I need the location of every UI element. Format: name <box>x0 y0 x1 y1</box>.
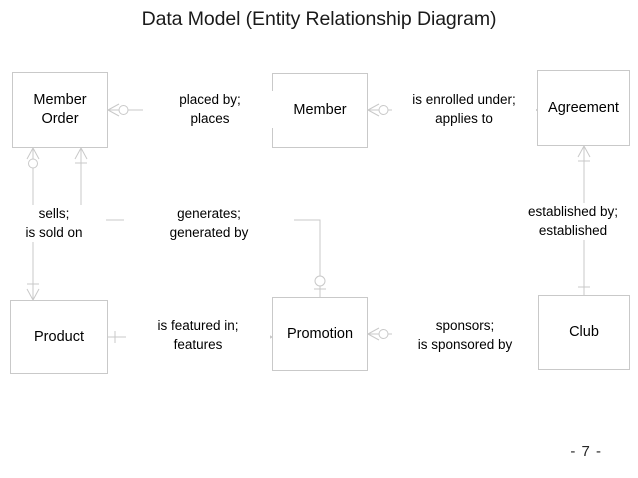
relationship-label-order-promotion: generates;generated by <box>124 205 294 242</box>
entity-agreement[interactable]: Agreement <box>537 70 630 146</box>
relationship-label-order-member: placed by;places <box>143 91 277 128</box>
crowsfoot-member-agreement <box>367 103 380 117</box>
entity-label: Promotion <box>286 325 354 342</box>
circle-member-agreement <box>378 105 389 115</box>
crowsfoot-order-member <box>107 103 120 117</box>
page-title: Data Model (Entity Relationship Diagram) <box>141 8 497 30</box>
crowsfoot-promotion-right <box>367 327 380 341</box>
entity-label: Product <box>34 328 84 345</box>
relationship-label-agreement-club: established by;established <box>508 203 638 240</box>
entity-label: Agreement <box>548 99 619 116</box>
crowsfoot-agreement-bottom <box>577 145 591 158</box>
entity-club[interactable]: Club <box>538 295 630 370</box>
relationship-label-promotion-club: sponsors;is sponsored by <box>392 317 538 354</box>
circle-order-product <box>28 158 38 169</box>
crowsfoot-order-promotion-top <box>74 147 88 160</box>
entity-product[interactable]: Product <box>10 300 108 374</box>
circle-promotion-right <box>378 329 389 339</box>
crowsfoot-order-product-top <box>26 147 40 160</box>
entity-member[interactable]: Member <box>272 73 368 148</box>
relationship-label-order-product: sells;is sold on <box>2 205 106 242</box>
crowsfoot-product-top <box>26 288 40 301</box>
entity-label: Club <box>569 324 599 340</box>
entity-promotion[interactable]: Promotion <box>272 297 368 371</box>
relationship-label-product-promotion: is featured in;features <box>126 317 270 354</box>
relationship-label-member-agreement: is enrolled under;applies to <box>392 91 536 128</box>
page-number: - 7 - <box>570 443 602 460</box>
entity-label: Member <box>293 102 347 118</box>
circle-order-member <box>118 105 129 115</box>
circle-promotion-top <box>314 275 326 287</box>
